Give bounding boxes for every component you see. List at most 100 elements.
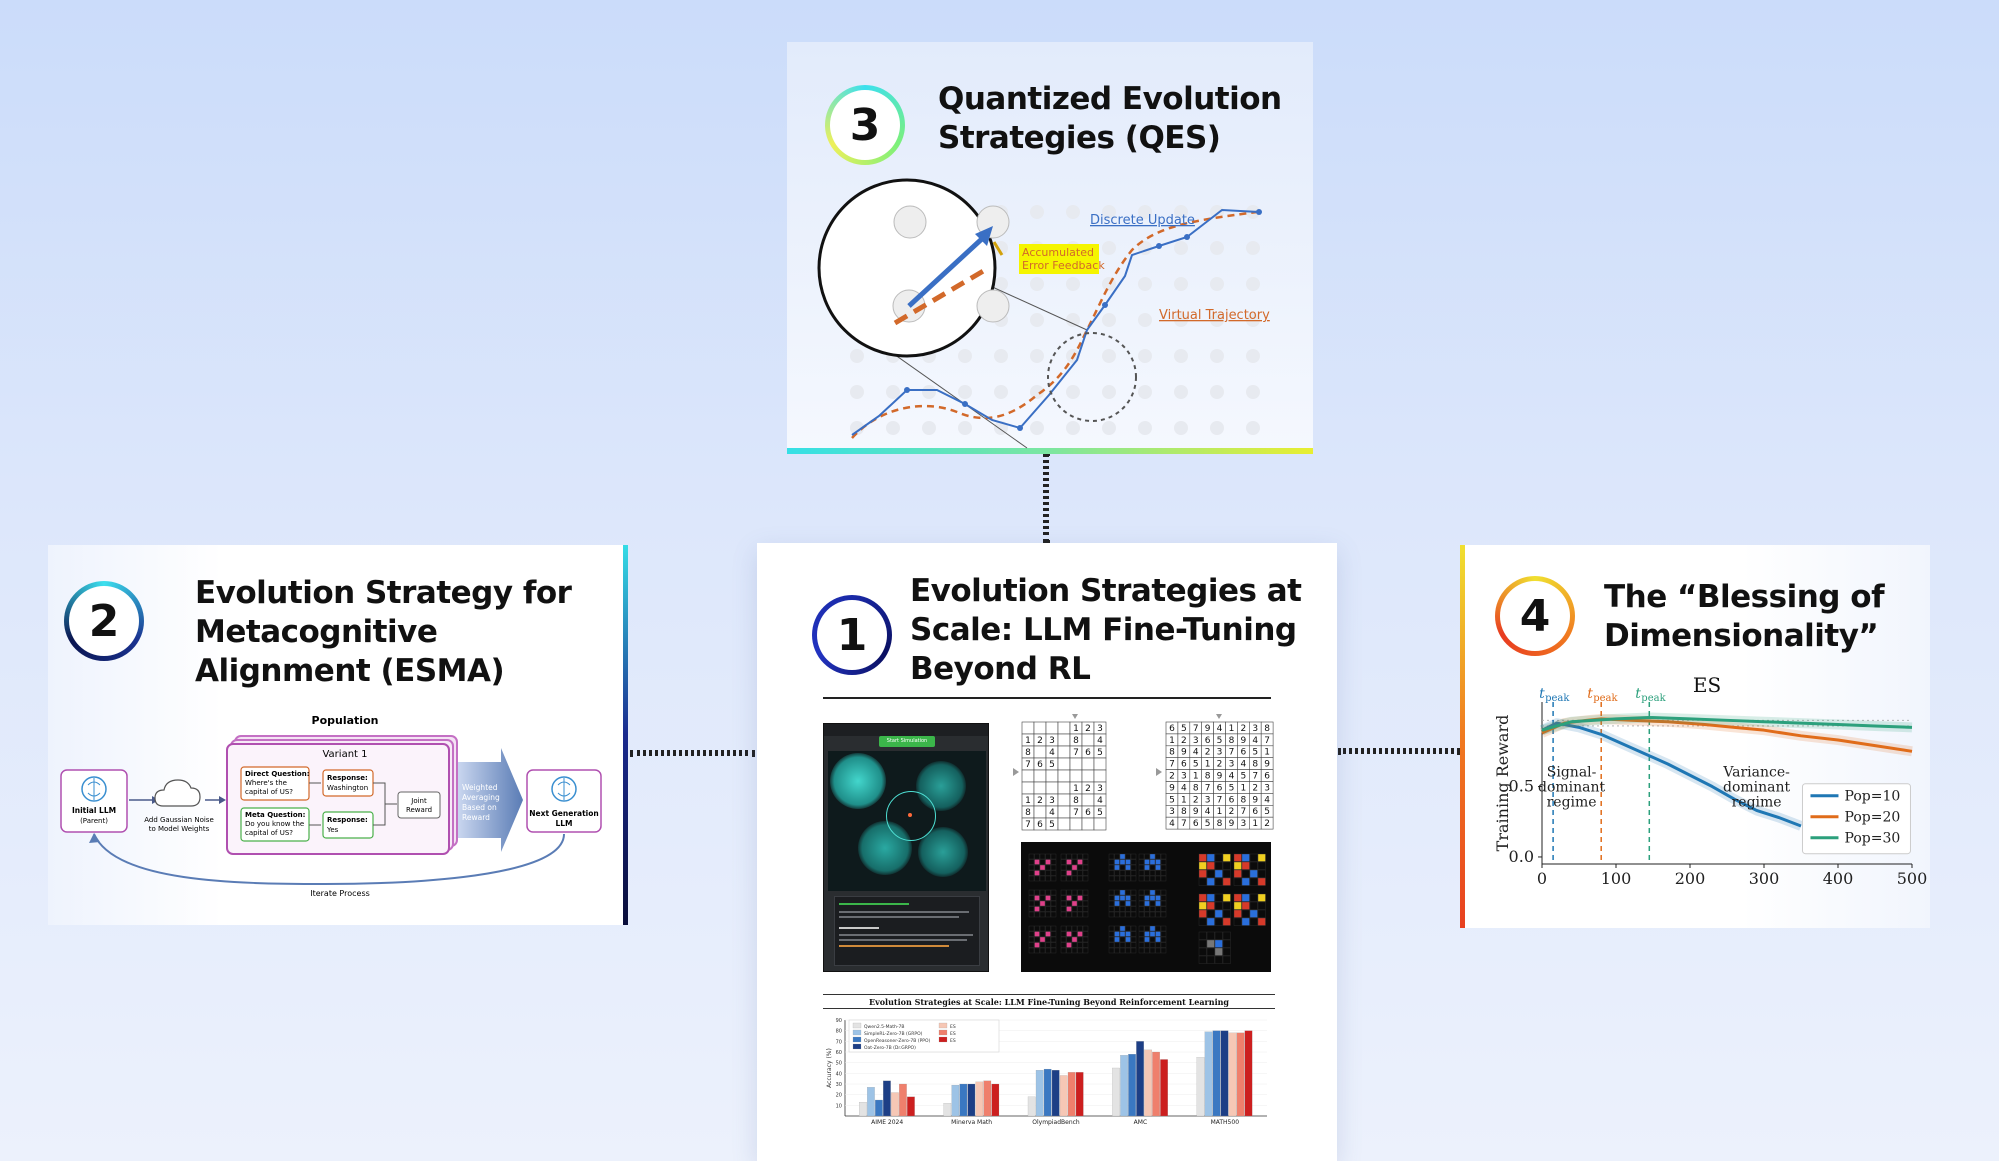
arc-cell [1119,864,1126,871]
grid-dot [1138,277,1152,291]
sudoku-digit: 3 [1169,807,1175,817]
arc-cell [1144,875,1150,882]
esma-title: Evolution Strategy for Metacognitive Ali… [195,574,572,691]
meta-question-text-1: Do you know the [245,820,304,828]
blessing-title-line2: Dimensionality” [1604,618,1879,654]
arc-cell [1045,895,1051,901]
sudoku-digit: 7 [1073,808,1079,818]
arc-cell [1108,947,1115,954]
grid-dot [1246,349,1260,363]
arc-cell [1198,909,1207,918]
sudoku-digit: 3 [1049,736,1055,746]
badge-2-number: 2 [69,586,139,656]
sudoku-digit: 4 [1240,760,1246,770]
arc-cell [1198,861,1207,870]
arc-cell [1222,869,1231,878]
arc-cell [1155,942,1161,948]
update-arrowhead [1184,234,1190,240]
paper-rule-bottom [823,1008,1275,1009]
arc-cell [1249,853,1258,862]
arc-cell [1125,853,1131,860]
bar [1043,1068,1052,1117]
arc-cell [1214,869,1223,878]
arc-cell [1060,911,1067,918]
arc-cell [1138,947,1145,954]
arc-cell [1114,859,1120,865]
grid-dot [1210,421,1224,435]
sudoku-digit: 1 [1073,784,1079,794]
sudoku-digit: 2 [1085,784,1091,794]
sudoku-cell [1033,781,1047,795]
sudoku-cell [1081,817,1095,831]
sudoku-cell [1081,757,1095,771]
arc-cell [1144,870,1150,876]
arc-cell [1125,864,1131,871]
sudoku-digit: 8 [1025,748,1031,758]
sudoku-digit: 8 [1193,783,1199,793]
arc-cell [1257,893,1266,902]
arc-cell [1114,870,1120,876]
next-gen-brain-detail [557,778,571,800]
arc-cell [1082,889,1089,896]
sudoku-digit: 4 [1181,783,1187,793]
meta-question-text-2: capital of US? [245,829,293,837]
sudoku-cell [1093,817,1107,831]
arc-cell [1130,931,1137,937]
grid-dot [1246,241,1260,255]
sudoku-cell [1081,793,1095,807]
sudoku-cell [1033,805,1047,819]
sudoku-digit: 7 [1240,807,1246,817]
arc-cell [1108,906,1115,912]
arc-cell [1233,901,1242,910]
arc-cell [1077,859,1083,865]
grid-dot [1066,277,1080,291]
sudoku-digit: 2 [1037,796,1043,806]
blessing-title-line1: The “Blessing of [1604,579,1885,615]
signal-regime-label: dominant [1538,780,1606,796]
sudoku-cell [1081,733,1095,747]
sudoku-digit: 5 [1193,760,1199,770]
sudoku-digit: 7 [1229,748,1235,758]
arc-cell [1045,947,1051,954]
arc-cell [1082,895,1089,901]
legend-label: Qwen2.5-Math-7B [864,1024,904,1030]
arc-cell [1125,925,1131,932]
arc-cell [1160,911,1167,918]
arc-cell [1114,936,1120,943]
arc-cell [1257,853,1266,862]
arc-cell [1206,917,1215,926]
sudoku-digit: 9 [1205,724,1211,734]
peak-label-sub: peak [1545,693,1570,704]
arc-cell [1039,925,1046,932]
arc-cell [1130,870,1137,876]
arc-cell [1050,853,1057,860]
arc-cell [1138,931,1145,937]
start-simulation-button[interactable]: Start Simulation [879,736,935,747]
bar [1160,1059,1168,1117]
arc-cell [1198,955,1207,964]
arc-cell [1066,864,1072,871]
arc-cell [1045,864,1051,871]
arc-cell [1039,853,1046,860]
sudoku-digit: 1 [1025,796,1031,806]
arc-cell [1222,853,1231,862]
arc-cell [1138,870,1145,876]
sudoku-digit: 5 [1229,783,1235,793]
arc-cell [1257,869,1266,878]
bar [859,1102,867,1117]
game-screenshot: Start Simulation [823,723,989,972]
arc-cell [1050,889,1057,896]
bar [1035,1070,1044,1117]
sudoku-arrow-2 [1156,768,1162,776]
grid-dot [1246,421,1260,435]
arc-cell [1155,864,1161,871]
arc-cell [1138,889,1145,896]
arc-cell [1206,931,1215,940]
arc-cell [1214,853,1223,862]
arc-cell [1249,909,1258,918]
arc-cell [1149,911,1156,918]
category-label: Minerva Math [951,1119,992,1126]
bar [967,1083,976,1117]
arc-cell [1222,955,1231,964]
arc-cell [1206,861,1215,870]
